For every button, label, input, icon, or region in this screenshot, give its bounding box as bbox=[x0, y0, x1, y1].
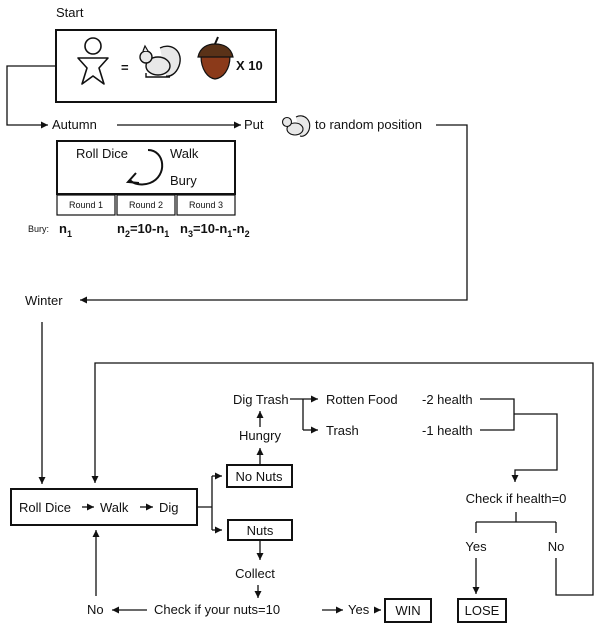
round-3-box bbox=[176, 194, 236, 216]
equals-sign: = bbox=[121, 60, 129, 75]
health-split-line bbox=[475, 512, 557, 533]
main-roll-dice: Roll Dice bbox=[19, 500, 71, 515]
health-yes-label: Yes bbox=[465, 539, 487, 554]
round-1-label: Round 1 bbox=[69, 200, 103, 210]
bury-label: Bury: bbox=[28, 224, 49, 234]
check-health-label: Check if health=0 bbox=[466, 491, 567, 506]
health-no-loop-arrow bbox=[91, 362, 594, 596]
collect-label: Collect bbox=[235, 566, 275, 581]
win-box bbox=[384, 598, 432, 623]
rotten-food-label: Rotten Food bbox=[326, 392, 398, 407]
start-label: Start bbox=[56, 5, 84, 20]
lose-box bbox=[457, 598, 507, 623]
main-action-box bbox=[10, 488, 198, 526]
main-dig: Dig bbox=[159, 500, 179, 515]
nuts-yes-label: Yes bbox=[348, 602, 370, 617]
bury-value-2: n2=10-n1 bbox=[117, 221, 169, 239]
health-no-label: No bbox=[548, 539, 565, 554]
cycle-box bbox=[56, 140, 236, 195]
health-minus2-label: -2 health bbox=[422, 392, 473, 407]
round-2-label: Round 2 bbox=[129, 200, 163, 210]
cycle-roll-dice: Roll Dice bbox=[76, 146, 128, 161]
health-minus1-label: -1 health bbox=[422, 423, 473, 438]
bury-value-3: n3=10-n1-n2 bbox=[180, 221, 250, 239]
to-health-check-arrow bbox=[511, 413, 558, 482]
start-to-autumn-arrow bbox=[6, 65, 56, 129]
win-label: WIN bbox=[395, 603, 420, 618]
acorn-icon bbox=[197, 36, 234, 80]
dig-trash-label: Dig Trash bbox=[233, 392, 289, 407]
round-3-label: Round 3 bbox=[189, 200, 223, 210]
lose-label: LOSE bbox=[465, 603, 500, 618]
squirrel-small-icon bbox=[281, 115, 311, 137]
put-suffix: to random position bbox=[315, 117, 422, 132]
trash-label: Trash bbox=[326, 423, 359, 438]
nuts-no-label: No bbox=[87, 602, 104, 617]
round-2-box bbox=[116, 194, 176, 216]
person-icon bbox=[77, 37, 109, 85]
nuts-label: Nuts bbox=[247, 523, 274, 538]
check-nuts-label: Check if your nuts=10 bbox=[154, 602, 280, 617]
winter-label: Winter bbox=[25, 293, 63, 308]
cycle-walk: Walk bbox=[170, 146, 199, 161]
squirrel-icon bbox=[139, 44, 181, 78]
multiplier-label: X 10 bbox=[236, 58, 263, 73]
cycle-bury: Bury bbox=[170, 173, 197, 188]
autumn-to-winter-arrow bbox=[80, 124, 468, 304]
hungry-label: Hungry bbox=[239, 428, 281, 443]
no-nuts-label: No Nuts bbox=[236, 469, 283, 484]
bury-value-1: n1 bbox=[59, 221, 72, 239]
autumn-label: Autumn bbox=[52, 117, 97, 132]
round-1-box bbox=[56, 194, 116, 216]
put-prefix: Put bbox=[244, 117, 264, 132]
dig-split-line bbox=[197, 476, 213, 530]
health-bracket bbox=[480, 398, 515, 431]
main-walk: Walk bbox=[100, 500, 129, 515]
cycle-arrow-head bbox=[125, 172, 140, 184]
